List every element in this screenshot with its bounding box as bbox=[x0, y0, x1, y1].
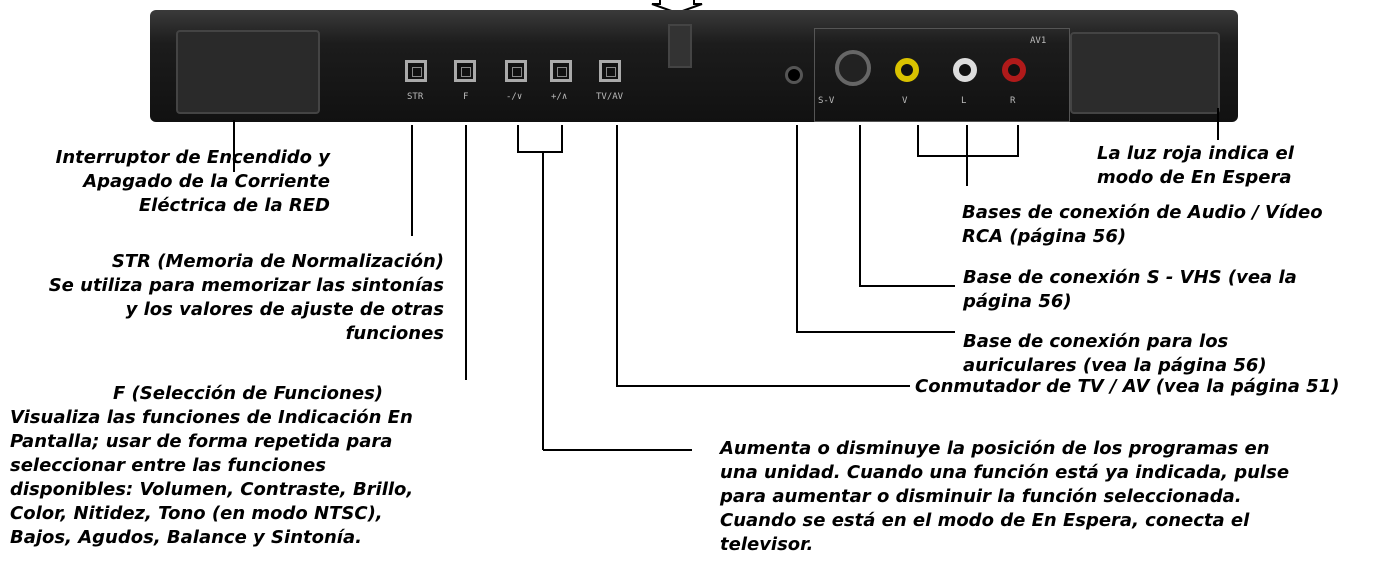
f-button[interactable] bbox=[454, 60, 476, 82]
str-button[interactable] bbox=[405, 60, 427, 82]
f-marking: F bbox=[463, 92, 469, 102]
r-marking: R bbox=[1010, 96, 1016, 106]
program-updown-label: Aumenta o disminuye la posición de los p… bbox=[720, 438, 1290, 555]
headphone-jack[interactable] bbox=[785, 66, 803, 84]
v-marking: V bbox=[902, 96, 908, 106]
video-jack[interactable] bbox=[895, 58, 919, 82]
f-label: F (Selección de Funciones) Visualiza las… bbox=[10, 383, 414, 548]
av1-marking: AV1 bbox=[1030, 36, 1047, 46]
tv-control-panel: STR F -/∨ +/∧ TV/AV AV1 S-V V L R bbox=[150, 10, 1238, 122]
av-section bbox=[814, 28, 1070, 122]
s-marking: S-V bbox=[818, 96, 835, 106]
audio-r-jack[interactable] bbox=[1002, 58, 1026, 82]
up-marking: +/∧ bbox=[551, 92, 568, 102]
tvav-marking: TV/AV bbox=[596, 92, 624, 102]
standby-light-label: La luz roja indica el modo de En Espera bbox=[1097, 143, 1294, 188]
tvav-button[interactable] bbox=[599, 60, 621, 82]
l-marking: L bbox=[961, 96, 967, 106]
tvav-switch-label: Conmutador de TV / AV (vea la página 51) bbox=[915, 376, 1340, 397]
rca-inputs-label: Bases de conexión de Audio / Vídeo RCA (… bbox=[962, 202, 1323, 247]
svhs-input-label: Base de conexión S - VHS (vea la página … bbox=[963, 267, 1297, 312]
svhs-jack[interactable] bbox=[835, 50, 871, 86]
audio-l-jack[interactable] bbox=[953, 58, 977, 82]
power-switch-label: Interruptor de Encendido y Apagado de la… bbox=[55, 147, 330, 216]
str-marking: STR bbox=[407, 92, 424, 102]
down-marking: -/∨ bbox=[506, 92, 523, 102]
standby-panel bbox=[1070, 32, 1220, 114]
str-label: STR (Memoria de Normalización) Se utiliz… bbox=[48, 251, 444, 344]
headphone-label: Base de conexión para los auriculares (v… bbox=[963, 331, 1267, 376]
prog-up-button[interactable] bbox=[550, 60, 572, 82]
antenna-socket bbox=[668, 24, 692, 68]
prog-down-button[interactable] bbox=[505, 60, 527, 82]
power-switch[interactable] bbox=[176, 30, 320, 114]
